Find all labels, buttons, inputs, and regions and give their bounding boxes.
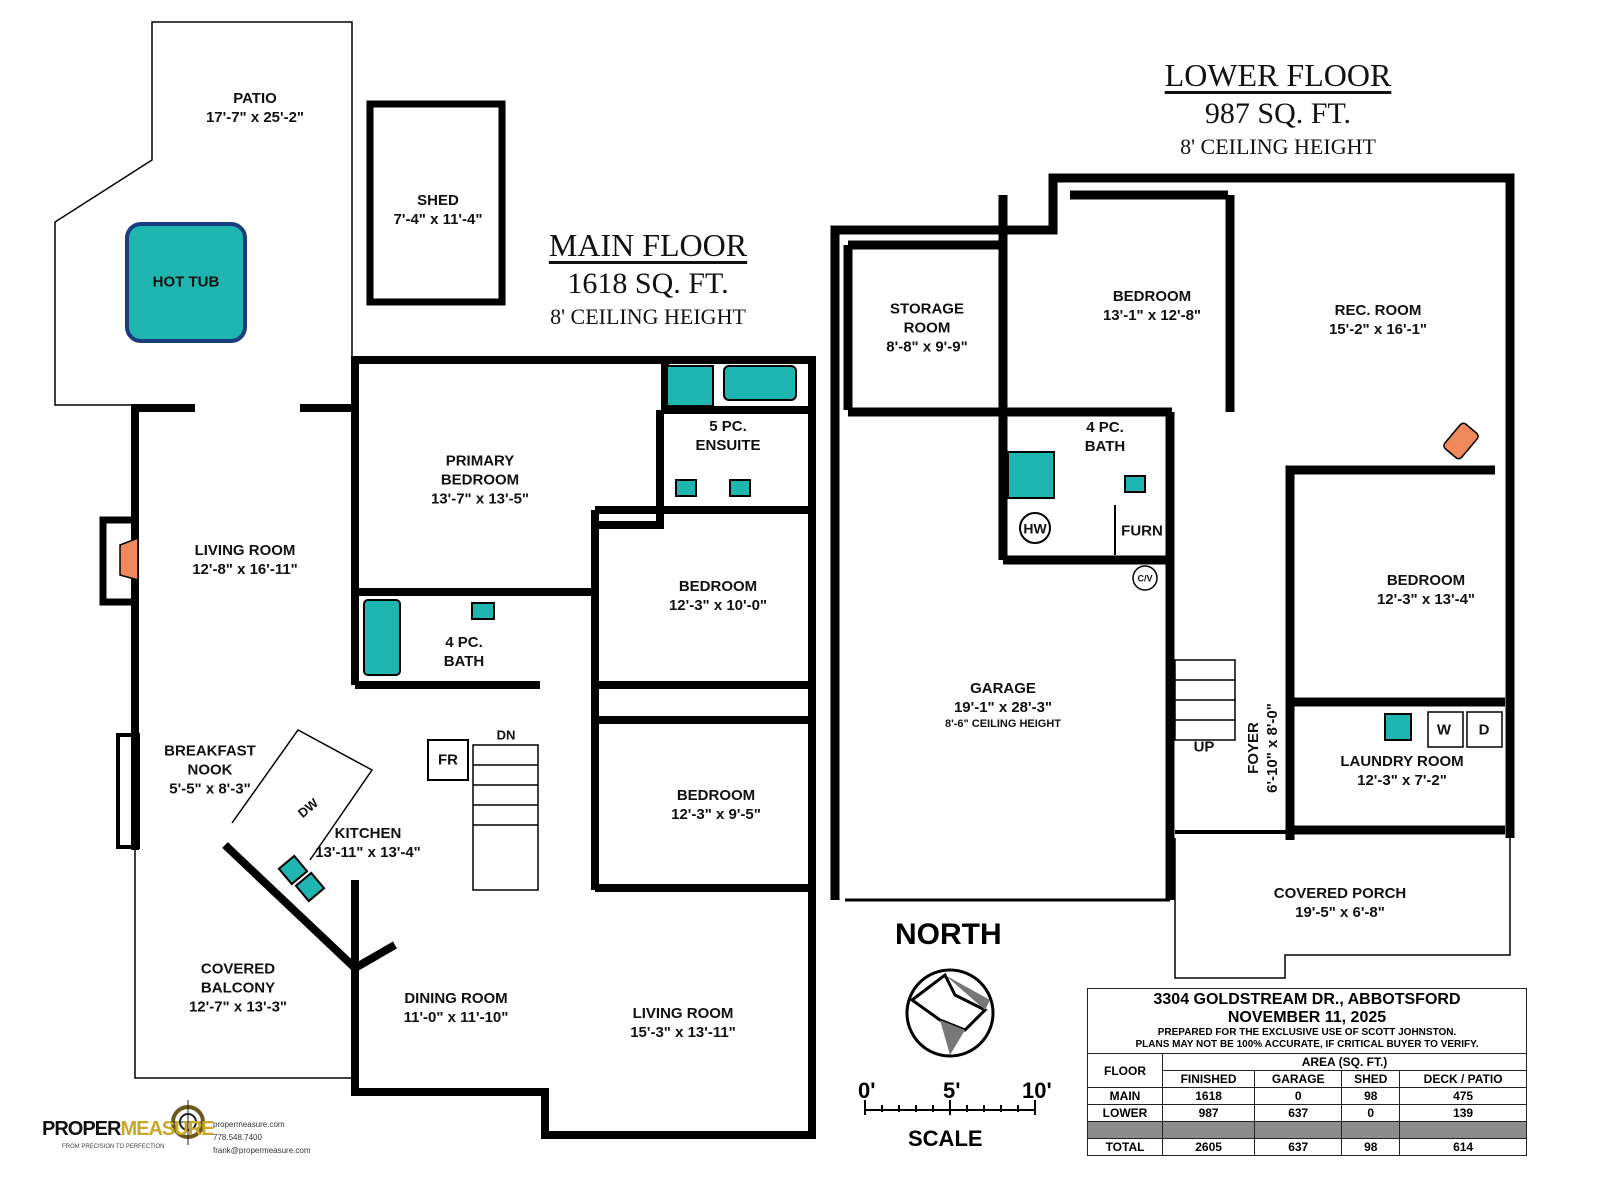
patio-outline	[54, 21, 353, 406]
table-row: MAIN 1618 0 98 475	[1086, 1087, 1527, 1105]
email: frank@propermeasure.com	[213, 1146, 311, 1155]
furnace-label: FURN	[1121, 522, 1163, 540]
disclaimer-1: PREPARED FOR THE EXCLUSIVE USE OF SCOTT …	[1157, 1027, 1457, 1038]
scale-tick-0: 0'	[858, 1078, 876, 1103]
cell: 0	[1341, 1104, 1401, 1122]
stairs-lower	[1174, 659, 1236, 741]
cell: 987	[1162, 1104, 1256, 1122]
cell: 2605	[1162, 1138, 1256, 1156]
lower-floor-ceiling: 8' CEILING HEIGHT	[1180, 134, 1376, 159]
cell: 0	[1254, 1087, 1343, 1105]
cell: LOWER	[1086, 1104, 1164, 1122]
room-hot-tub: HOT TUB	[152, 273, 220, 291]
balcony-outline	[134, 850, 355, 1079]
shed-walls	[366, 100, 506, 306]
address: 3304 GOLDSTREAM DR., ABBOTSFORD	[1153, 991, 1461, 1008]
col-shed: SHED	[1341, 1070, 1401, 1088]
stairs-main	[472, 744, 539, 891]
main-floor-name: MAIN FLOOR	[548, 227, 748, 263]
fireplace-lower-icon	[1443, 422, 1479, 460]
north-arrow-icon	[909, 972, 988, 1032]
scale-bar	[864, 1100, 1036, 1115]
contact-info: propermeasure.com 778.548.7400 frank@pro…	[213, 1118, 311, 1157]
col-finished: FINISHED	[1162, 1070, 1256, 1088]
scale-tick-10: 10'	[1022, 1078, 1052, 1103]
hot-water-tank-label: HW	[1023, 520, 1047, 537]
fixtures	[125, 222, 1412, 903]
col-deck-patio: DECK / PATIO	[1399, 1070, 1527, 1088]
date: NOVEMBER 11, 2025	[1227, 1009, 1387, 1026]
website: propermeasure.com	[213, 1120, 285, 1129]
stairs-down-label: DN	[496, 727, 516, 743]
cell: 614	[1399, 1138, 1527, 1156]
disclaimer-2: PLANS MAY NOT BE 100% ACCURATE, IF CRITI…	[1135, 1039, 1479, 1050]
scale-tick-5: 5'	[943, 1078, 961, 1103]
lower-floor-walls	[830, 173, 1515, 902]
cell: 637	[1254, 1138, 1343, 1156]
total-row: TOTAL 2605 637 98 614	[1086, 1138, 1527, 1156]
cell: 475	[1399, 1087, 1527, 1105]
main-floor-area: 1618 SQ. FT.	[567, 267, 729, 300]
kitchen-island	[231, 729, 374, 861]
cell: TOTAL	[1086, 1138, 1164, 1156]
area-header: AREA (SQ. FT.)	[1162, 1053, 1527, 1071]
spacer-row	[1086, 1121, 1527, 1139]
logo-target-icon	[165, 1100, 210, 1145]
room-ensuite: 5 PC. ENSUITE	[695, 418, 761, 454]
area-summary-table: 3304 GOLDSTREAM DR., ABBOTSFORD NOVEMBER…	[1086, 988, 1527, 1156]
logo-tagline: FROM PRECISION TO PERFECTION	[62, 1144, 165, 1150]
compass-circle	[905, 968, 995, 1058]
main-floor-walls	[131, 356, 816, 1139]
porch-outline	[1174, 838, 1511, 979]
hot-tub	[125, 222, 247, 343]
main-floor-ceiling: 8' CEILING HEIGHT	[550, 304, 746, 329]
cell: 98	[1341, 1087, 1401, 1105]
cell: 1618	[1162, 1087, 1256, 1105]
fireplace-icon	[119, 536, 139, 581]
main-floor-title: MAIN FLOOR 1618 SQ. FT. 8' CEILING HEIGH…	[549, 225, 747, 331]
stairs-up-label: UP	[1193, 738, 1215, 756]
logo: PROPERMEASURE	[42, 1118, 214, 1140]
table-row: LOWER 987 637 0 139	[1086, 1104, 1527, 1122]
scale-label: SCALE	[908, 1126, 983, 1151]
dryer-label: D	[1478, 721, 1490, 739]
lower-floor-area: 987 SQ. FT.	[1204, 97, 1352, 130]
north-label: NORTH	[895, 918, 1002, 951]
cell: 637	[1254, 1104, 1343, 1122]
central-vac-label: C/V	[1137, 573, 1153, 584]
room-bath-lower: 4 PC. BATH	[1084, 419, 1126, 455]
cell: 98	[1341, 1138, 1401, 1156]
room-bath-main: 4 PC. BATH	[443, 634, 485, 670]
col-garage: GARAGE	[1254, 1070, 1343, 1088]
cell: 139	[1399, 1104, 1527, 1122]
cell: MAIN	[1086, 1087, 1164, 1105]
washer-label: W	[1436, 721, 1452, 739]
lower-floor-name: LOWER FLOOR	[1164, 57, 1392, 93]
fridge-label: FR	[438, 751, 458, 769]
floor-header: FLOOR	[1086, 1053, 1164, 1088]
phone: 778.548.7400	[213, 1133, 262, 1142]
lower-floor-title: LOWER FLOOR 987 SQ. FT. 8' CEILING HEIGH…	[1165, 55, 1392, 161]
